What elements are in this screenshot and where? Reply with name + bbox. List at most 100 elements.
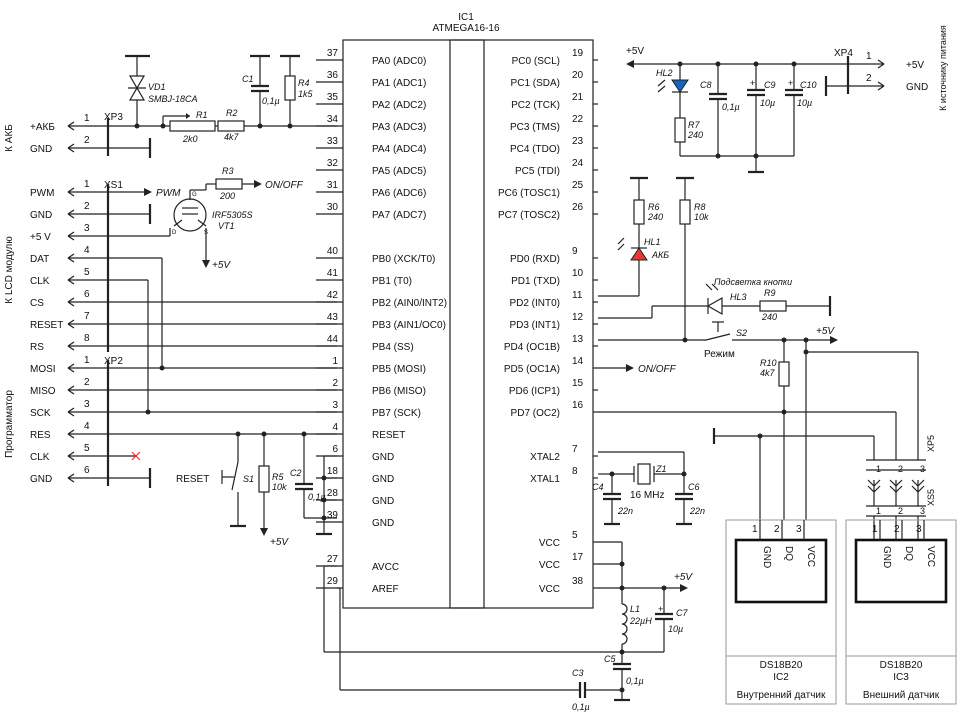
ic1-pin-num: 27 — [327, 554, 339, 565]
xp3-pin2-num: 2 — [84, 135, 90, 146]
c1-ref: C1 — [242, 74, 254, 84]
xs1-pin-num: 2 — [84, 201, 90, 212]
xs1-pin-num: 6 — [84, 289, 90, 300]
z1-value: 16 MHz — [630, 490, 664, 501]
xp2-pin-num: 6 — [84, 465, 90, 476]
r10-ref: R10 — [760, 358, 777, 368]
r1-value: 2k0 — [182, 134, 198, 144]
xp4-ref: XP4 — [834, 48, 853, 59]
ic1-pin-label: PD7 (OC2) — [511, 408, 560, 419]
ic1-pin-label: XTAL2 — [530, 452, 560, 463]
ic1-pin-label: PC0 (SCL) — [512, 56, 560, 67]
svg-text:+: + — [788, 78, 793, 88]
r3-value: 200 — [219, 191, 235, 201]
xs1-pin-label: PWM — [30, 188, 54, 199]
c7-ref: C7 — [676, 608, 688, 618]
ic1-pin-num: 36 — [327, 70, 339, 81]
xs1-pin-label: CS — [30, 298, 44, 309]
xp2-pin-num: 5 — [84, 443, 90, 454]
xs5-pin1: 1 — [876, 506, 881, 516]
r2-resistor: R2 4k7 — [217, 108, 245, 142]
xp3-connector: К АКБ XP3 +АКБ GND 1 2 — [4, 112, 337, 158]
r6-ref: R6 — [648, 202, 660, 212]
ic1-pin-label: PB1 (T0) — [372, 276, 412, 287]
sensor-part: DS18B20 — [760, 660, 803, 671]
l1-ref: L1 — [630, 604, 640, 614]
s2-value: Режим — [704, 349, 735, 360]
ic1-pin-num: 26 — [572, 202, 584, 213]
sensor-pin-num: 1 — [752, 524, 758, 535]
ic1-pin-label: GND — [372, 496, 394, 507]
svg-text:+: + — [658, 604, 663, 614]
r4-resistor: R4 1k5 — [280, 54, 314, 129]
ic1-pin-label: PB0 (XCK/T0) — [372, 254, 435, 265]
ic1-pin-num: 11 — [572, 290, 583, 301]
hl3-ref: HL3 — [730, 292, 747, 302]
vcc-5v: +5V — [674, 572, 693, 583]
ic1-pin-label: PD2 (INT0) — [509, 298, 560, 309]
ic1-pin-label: PB3 (AIN1/OC0) — [372, 320, 446, 331]
reset-network: RESET S1 R5 10k +5V C2 0,1µ — [176, 431, 337, 548]
xs1-pin-num: 3 — [84, 223, 90, 234]
xp2-side-label: Программатор — [4, 390, 15, 458]
xp4-pin1-label: +5V — [906, 60, 924, 71]
xs1-pin-label: RS — [30, 342, 44, 353]
sensor-pin-label: VCC — [925, 546, 936, 567]
crystal-z1: Z1 16 MHz C4 22n C6 22n — [592, 451, 705, 526]
xp3-ref: XP3 — [104, 112, 123, 123]
vt1-pin-d: D — [172, 230, 177, 236]
xs1-pin-num: 7 — [84, 311, 90, 322]
ic1-pin-label: PD3 (INT1) — [509, 320, 560, 331]
xp5-pin2: 2 — [898, 464, 903, 474]
ic1-pin-num: 39 — [327, 510, 339, 521]
ic1-pin-num: 34 — [327, 114, 339, 125]
ic1-pin-num: 35 — [327, 92, 339, 103]
vt1-pin-g: G — [192, 192, 197, 198]
sensor-pin-label: GND — [761, 546, 772, 568]
ic1-pin-num: 38 — [572, 576, 584, 587]
r10-value: 4k7 — [760, 368, 776, 378]
xp5-pin3: 3 — [920, 464, 925, 474]
c5-ref: C5 — [604, 654, 616, 664]
ic1-pin-num: 25 — [572, 180, 584, 191]
ic1-pin-num: 13 — [572, 334, 584, 345]
xs1-pin-num: 5 — [84, 267, 90, 278]
sensor-pin-label: VCC — [805, 546, 816, 567]
r1-ref: R1 — [196, 110, 208, 120]
r9-value: 240 — [761, 312, 777, 322]
c2-value: 0,1µ — [308, 492, 326, 502]
ic1-pin-num: 24 — [572, 158, 584, 169]
r7-ref: R7 — [688, 120, 700, 130]
ic1-pin-num: 37 — [327, 48, 339, 59]
r1-trimmer: R1 2k0 — [160, 110, 216, 144]
c10-value: 10µ — [797, 98, 812, 108]
ic1-pin-label: XTAL1 — [530, 474, 560, 485]
xp2-ref: XP2 — [104, 356, 123, 367]
xs5-ref: XS5 — [926, 489, 936, 506]
sensor-pin-label: DQ — [783, 546, 794, 561]
ic1-pin-num: 40 — [327, 246, 339, 257]
xs1-pin-label: +5 V — [30, 232, 51, 243]
svg-text:+: + — [750, 78, 755, 88]
ic1-pin-label: PB4 (SS) — [372, 342, 414, 353]
ic1-pin-label: VCC — [539, 560, 560, 571]
s1-value: RESET — [176, 474, 209, 485]
xp2-pin-label: SCK — [30, 408, 51, 419]
